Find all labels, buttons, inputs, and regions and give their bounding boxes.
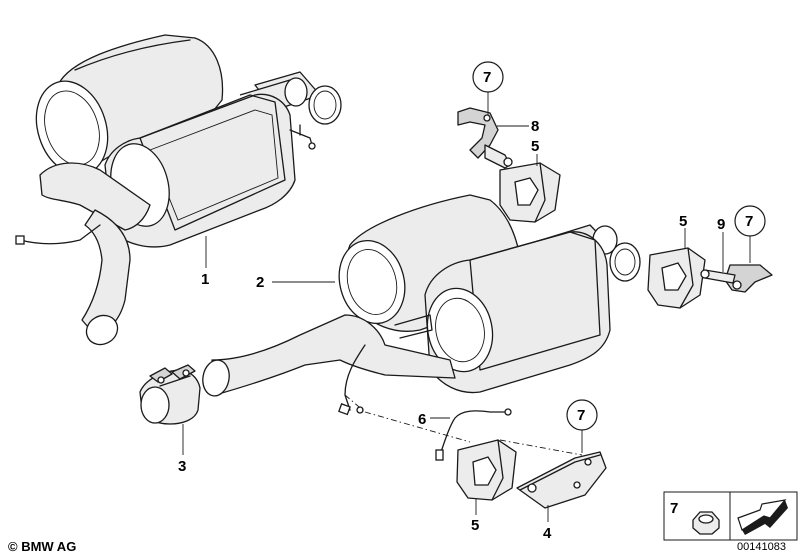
callout-8: 8 <box>531 118 539 135</box>
callout-2: 2 <box>256 274 264 291</box>
bracket-8 <box>457 107 513 169</box>
callout-4: 4 <box>543 525 552 542</box>
callout-5-right: 5 <box>679 213 687 230</box>
callout-7-right-circle <box>734 205 766 237</box>
wire-6 <box>435 408 512 461</box>
pipe-clamp <box>139 364 201 425</box>
callout-1: 1 <box>201 271 209 288</box>
bracket-9 <box>700 264 773 293</box>
document-number: 00141083 <box>737 541 786 553</box>
hex-nut-icon <box>692 511 720 535</box>
copyright-notice: © BMW AG <box>8 539 77 554</box>
callout-7-right: 7 <box>745 213 753 230</box>
bracket-4 <box>516 451 607 509</box>
assembly-lines <box>344 394 583 456</box>
callout-5-bottom: 5 <box>471 517 479 534</box>
leader-lines <box>182 92 751 522</box>
direction-arrow-icon <box>737 499 788 535</box>
callout-7-top-circle <box>472 61 504 93</box>
rear-silencer-upper <box>15 34 342 346</box>
rubber-mount-b <box>647 247 706 309</box>
callout-numbers: 1 2 3 4 5 5 5 6 8 9 7 7 7 <box>178 61 766 542</box>
legend-nut-number: 7 <box>670 500 678 517</box>
rubber-mount-a <box>499 162 561 223</box>
callout-3: 3 <box>178 458 186 475</box>
callout-9: 9 <box>717 216 725 233</box>
callout-7-bottom-circle <box>566 399 598 431</box>
rear-silencer-lower <box>202 194 641 416</box>
callout-6: 6 <box>418 411 426 428</box>
legend-box: 7 <box>663 491 798 541</box>
callout-5-top: 5 <box>531 138 539 155</box>
callout-7-bottom: 7 <box>577 407 585 424</box>
rubber-mount-c <box>456 439 517 501</box>
callout-7-top: 7 <box>483 69 491 86</box>
